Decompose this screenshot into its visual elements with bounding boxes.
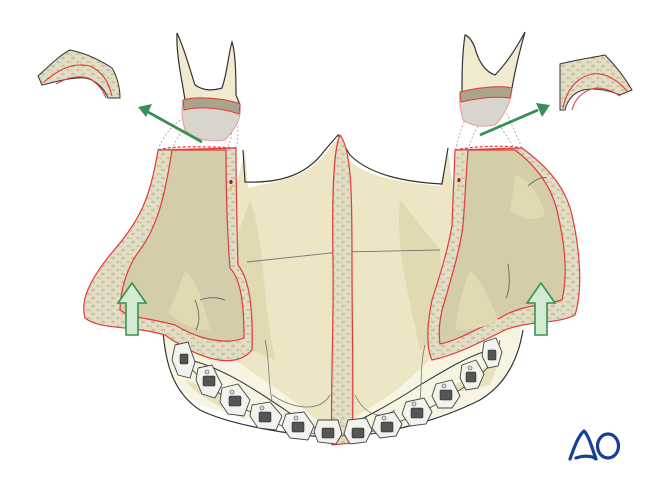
left-pterygoid-process: [176, 32, 241, 142]
nasal-septum: [330, 133, 354, 446]
osteotomy-dashed: [157, 146, 237, 151]
upward-arrow-right: [525, 281, 557, 336]
suture-line: [271, 394, 331, 408]
sinus-shading: [168, 270, 210, 330]
suture-line: [264, 339, 273, 401]
right-pterygoid-process: [459, 31, 526, 127]
removed-fragment-right: [559, 54, 633, 111]
sinus-ridge: [527, 177, 548, 187]
vessel-dot: [229, 180, 233, 184]
osteotomy-dashed: [454, 145, 523, 151]
pterygoid-bone: [176, 32, 241, 106]
ao-logo-a: [568, 429, 598, 461]
bracket-body: [179, 349, 497, 439]
ao-logo-o: [595, 432, 621, 460]
bracket-hook: [204, 365, 473, 421]
pterygoid-cut-band: [182, 97, 241, 115]
ao-logo: [568, 429, 621, 461]
sinus-ridge: [505, 263, 510, 299]
suture-line: [354, 394, 396, 416]
vessel-dot: [229, 186, 233, 190]
left-maxillary-segment: [83, 146, 253, 362]
pterygoid-cut-band: [459, 86, 513, 103]
sinus-ridge: [199, 297, 226, 301]
removed-fragment-left: [37, 49, 121, 99]
movement-arrow-right: [479, 103, 550, 137]
sinus-shading: [455, 270, 498, 330]
upward-arrow-left: [116, 281, 148, 336]
pterygoid-bone: [461, 31, 526, 93]
dental-arch-brackets: [171, 337, 503, 445]
vessel-dot: [457, 178, 461, 182]
suture-line: [419, 344, 426, 401]
left-sinus-cavity: [119, 149, 245, 342]
sinus-shading: [510, 175, 545, 220]
vessel-dot: [457, 184, 461, 188]
sinus-ridge: [194, 299, 200, 331]
movement-arrow-left: [138, 104, 203, 144]
